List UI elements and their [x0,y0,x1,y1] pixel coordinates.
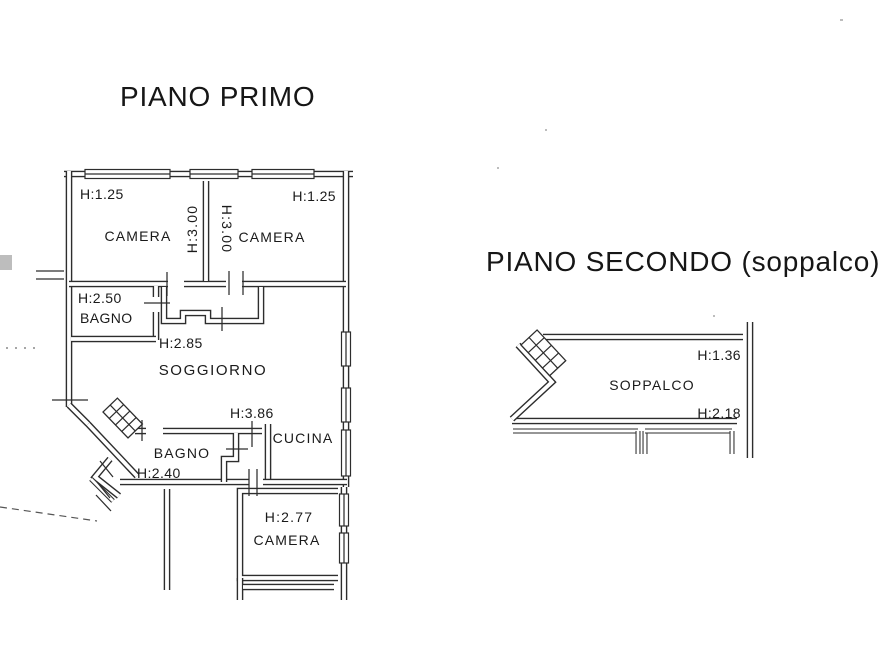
height-label-wall-right: H:3.00 [219,205,235,253]
door-tick [96,481,111,499]
stairs-tread [115,410,131,426]
stairs-tread [534,344,552,361]
wall-entrance-lower-line [95,494,112,512]
scan-speck [840,19,843,21]
stairs-tread [108,404,125,419]
height-label-bagno-nw: H:2.50 [78,290,122,306]
stairs-tread [121,417,137,432]
scan-edge-smudge [0,255,12,270]
wall-entry-notch [160,287,265,325]
scan-speck [545,129,547,131]
scan-speck [497,167,499,169]
room-label-cucina: CUCINA [273,430,334,446]
wall-entrance-diagonal [67,403,90,426]
labels-second-floor: H:1.36 SOPPALCO H:2.18 [609,347,741,421]
stairs-symbol-soppalco [520,329,567,377]
height-label-soppalco-max: H:2.18 [697,405,741,421]
height-label-camera-s: H:2.77 [265,509,313,525]
height-label-wall-left: H:3.00 [184,205,200,253]
wall-entry-notch [162,287,263,323]
room-label-soggiorno: SOGGIORNO [159,362,268,379]
door-tick [99,460,114,478]
room-label-soppalco: SOPPALCO [609,377,695,393]
second-floor-title: PIANO SECONDO (soppalco) [486,246,880,277]
scan-speck [713,315,715,317]
labels-first-floor: H:1.25 H:1.25 CAMERA CAMERA H:3.00 H:3.0… [78,186,336,548]
wall-stair-side [86,422,139,478]
second-floor-plan: H:1.36 SOPPALCO H:2.18 [509,322,754,458]
first-floor-plan: H:1.25 H:1.25 CAMERA CAMERA H:3.00 H:3.0… [36,168,353,600]
height-label-soppalco-min: H:1.36 [697,347,741,363]
windows-first-floor [84,168,352,564]
height-label-camera-ne: H:1.25 [292,188,336,204]
height-label-soggiorno: H:3.86 [230,405,274,421]
height-label-bagno-sw: H:2.40 [137,465,181,481]
room-label-camera-ne: CAMERA [238,229,305,245]
wall-soppalco-stair-chevron [510,343,555,421]
room-label-bagno-sw: BAGNO [154,445,211,461]
first-floor-title: PIANO PRIMO [120,81,316,112]
height-label-camera-nw: H:1.25 [80,186,124,202]
stairs-tread [527,337,545,354]
room-label-bagno-nw: BAGNO [80,310,133,326]
property-boundary-dashed-line [0,506,98,522]
room-label-camera-nw: CAMERA [104,228,171,244]
walls-second-floor [509,322,754,458]
stairs-symbol-first-floor [102,397,144,439]
wall-entrance-chevron [92,457,121,498]
height-label-entry: H:2.85 [159,335,203,351]
room-label-camera-s: CAMERA [253,532,320,548]
wall-camera-s-box [238,489,338,580]
scan-artifacts [0,19,843,522]
wall-bagno-sw-step [222,433,238,482]
stairs-tread [542,352,559,369]
